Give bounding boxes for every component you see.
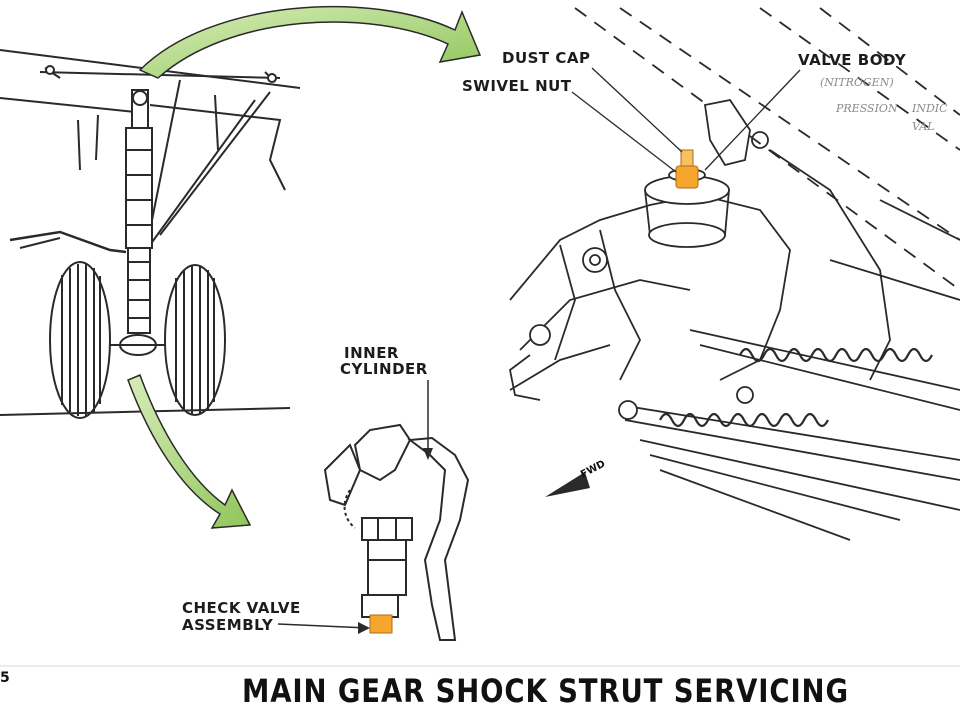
valve-body-leader <box>704 69 801 171</box>
check-valve-leader <box>277 623 369 629</box>
check-valve-highlight <box>369 614 393 634</box>
handwritten-note-1: (NITROGEN) <box>820 76 894 89</box>
check-valve-label-line1: CHECK VALVE <box>182 599 301 617</box>
bottom-pointer-arrow <box>127 374 252 529</box>
inner-cylinder-label-line1: INNER <box>344 344 399 362</box>
handwritten-note-4: VAL <box>912 120 935 133</box>
page-number: 5 <box>0 670 10 686</box>
top-pointer-arrow <box>138 5 482 79</box>
check-valve-detail <box>323 423 470 641</box>
swivel-nut-label: SWIVEL NUT <box>462 77 572 95</box>
check-valve-arrowhead <box>358 622 370 634</box>
valve-body-highlight <box>675 165 699 189</box>
dust-cap-highlight <box>680 149 694 167</box>
swivel-nut-leader <box>571 91 677 173</box>
inner-cylinder-label-line2: CYLINDER <box>340 360 428 378</box>
check-valve-label-line2: ASSEMBLY <box>182 616 274 634</box>
fwd-arrow-icon <box>545 472 590 497</box>
main-landing-gear-illustration <box>0 49 301 419</box>
handwritten-note-2: PRESSION <box>836 102 898 115</box>
inner-cylinder-arrowhead <box>423 448 433 460</box>
valve-body-detail <box>509 7 960 541</box>
dust-cap-leader <box>591 67 683 153</box>
handwritten-note-3: INDIC <box>912 102 948 115</box>
valve-body-label: VALVE BODY <box>798 51 907 69</box>
dust-cap-label: DUST CAP <box>502 49 591 67</box>
page-title: MAIN GEAR SHOCK STRUT SERVICING <box>242 672 849 710</box>
